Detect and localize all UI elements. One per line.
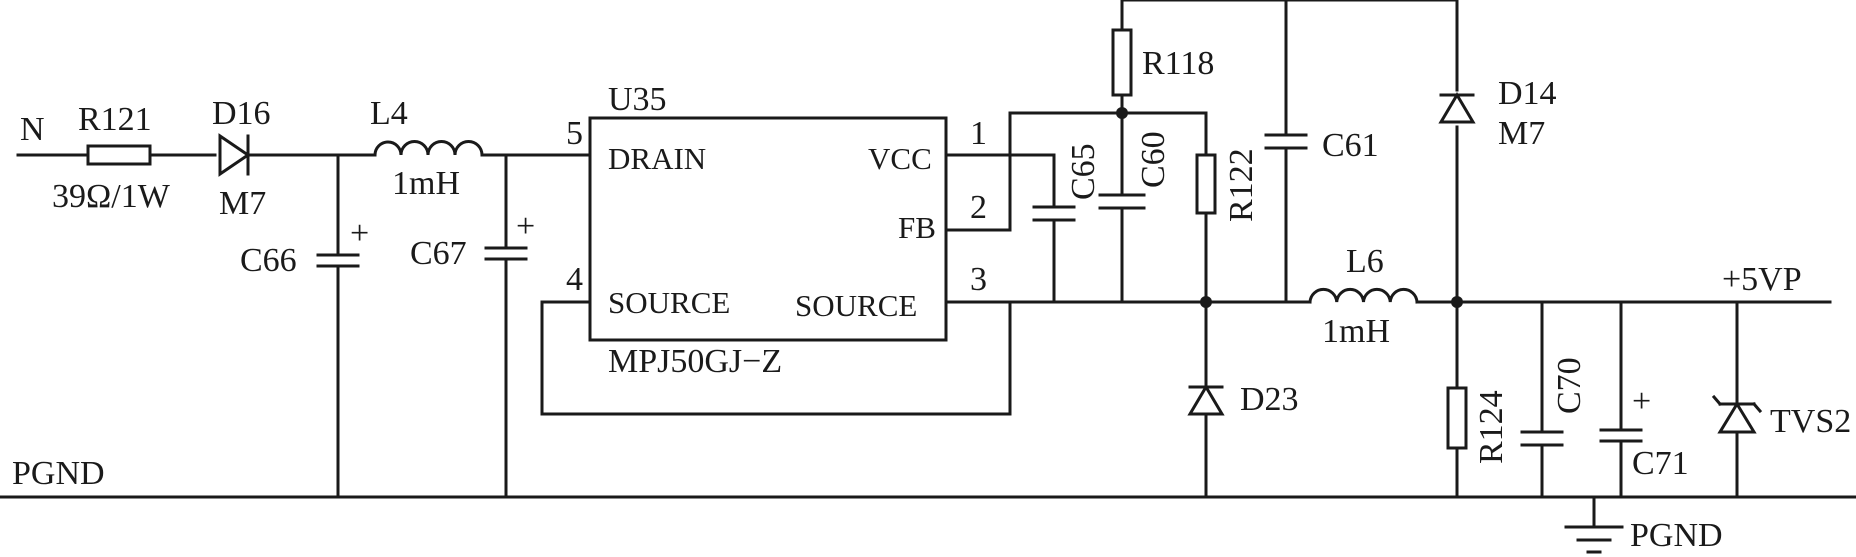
plus-c67: + — [516, 208, 535, 245]
diode-d16 — [218, 133, 251, 177]
tvs-diode-tvs2 — [1711, 394, 1763, 434]
ref-c67: C67 — [410, 235, 467, 272]
ref-c60: C60 — [1135, 131, 1172, 188]
value-r121: 39Ω/1W — [52, 178, 171, 215]
ref-c70: C70 — [1551, 357, 1588, 414]
capacitor-c65 — [1032, 205, 1076, 222]
resistor-r124 — [1446, 386, 1468, 450]
junctions — [1116, 107, 1463, 308]
resistor-r122 — [1195, 153, 1217, 215]
capacitor-c67 — [484, 246, 528, 261]
pin-label-drain: DRAIN — [608, 141, 706, 176]
pin-label-source-right: SOURCE — [795, 288, 917, 323]
net-label-n: N — [20, 111, 45, 148]
wires — [0, 0, 1856, 529]
ref-r121: R121 — [78, 101, 152, 138]
junction-dot — [1116, 107, 1128, 119]
inductor-l4 — [373, 140, 484, 157]
ref-c61: C61 — [1322, 127, 1379, 164]
diode-d14 — [1438, 92, 1476, 124]
ref-tvs2: TVS2 — [1770, 403, 1851, 440]
plus-c66: + — [350, 215, 369, 252]
ref-c71: C71 — [1632, 445, 1689, 482]
pin-number-3: 3 — [970, 261, 987, 298]
pin-number-4: 4 — [566, 261, 583, 298]
ref-r118: R118 — [1142, 45, 1214, 82]
ref-d16: D16 — [212, 95, 271, 132]
ref-r122: R122 — [1223, 148, 1260, 222]
junction-dot — [1200, 296, 1212, 308]
ref-c65: C65 — [1065, 143, 1102, 200]
ground-symbol — [1564, 525, 1624, 554]
pin-number-1: 1 — [970, 115, 987, 152]
junction-dot — [1451, 296, 1463, 308]
ref-d14: D14 — [1498, 75, 1557, 112]
part-u35: MPJ50GJ−Z — [608, 343, 782, 380]
pin-number-5: 5 — [566, 115, 583, 152]
value-d16: M7 — [219, 185, 266, 222]
value-l4: 1mH — [392, 165, 460, 202]
ref-r124: R124 — [1473, 390, 1510, 464]
diode-d23 — [1187, 384, 1225, 416]
pin-label-source-left: SOURCE — [608, 285, 730, 320]
value-l6: 1mH — [1322, 313, 1390, 350]
inductor-l6 — [1308, 287, 1419, 304]
ref-l6: L6 — [1346, 243, 1384, 280]
net-label-pgnd-ground: PGND — [1630, 517, 1723, 554]
capacitor-c60 — [1098, 193, 1146, 210]
resistor-r118 — [1111, 28, 1133, 97]
pin-label-vcc: VCC — [868, 141, 932, 176]
net-label-pgnd-left: PGND — [12, 455, 105, 492]
net-label-5vp: +5VP — [1722, 261, 1802, 298]
ref-d23: D23 — [1240, 381, 1299, 418]
capacitor-c71 — [1599, 428, 1643, 443]
pin-label-fb: FB — [898, 210, 936, 245]
capacitor-c70 — [1520, 430, 1564, 447]
ref-c66: C66 — [240, 242, 297, 279]
ic-u35-body — [588, 116, 948, 342]
ref-u35: U35 — [608, 81, 667, 118]
value-d14: M7 — [1498, 115, 1545, 152]
capacitor-c61 — [1264, 133, 1308, 150]
ref-l4: L4 — [370, 95, 408, 132]
resistor-r121 — [86, 144, 152, 166]
capacitor-c66 — [316, 253, 360, 268]
pin-number-2: 2 — [970, 189, 987, 226]
plus-c71: + — [1632, 383, 1651, 420]
